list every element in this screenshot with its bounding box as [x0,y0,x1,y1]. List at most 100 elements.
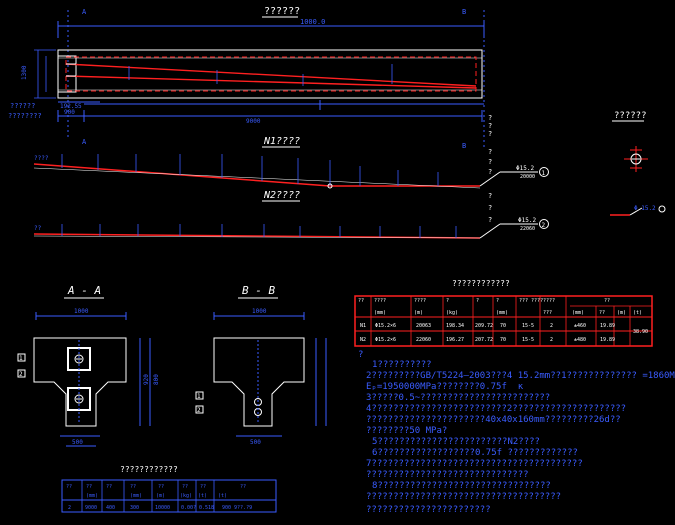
svg-text:1: 1 [19,355,23,362]
svg-text:2: 2 [550,323,553,329]
section-aa-title: A - A [67,284,101,297]
svg-text:500: 500 [250,439,261,446]
svg-text:20000: 20000 [520,174,535,180]
n2-tag-number: 2 [542,222,546,229]
note-line: ?????????????????????????????? [366,470,529,480]
svg-text:??: ?? [599,310,605,316]
svg-text:70: 70 [500,323,506,329]
svg-text:15-5: 15-5 [522,337,534,343]
svg-text:??: ?? [200,484,206,490]
svg-text:Φ15.2×6: Φ15.2×6 [375,323,396,329]
svg-text:800: 800 [153,374,160,385]
svg-text:N2: N2 [360,337,366,343]
section-mark-a-top: A [82,8,87,16]
svg-text:?: ? [488,168,492,176]
top-dimension-label: 1000.0 [300,18,325,26]
svg-text:??: ?? [130,484,136,490]
svg-text:(t): (t) [198,493,207,499]
svg-text:??: ?? [358,298,364,304]
svg-text:??: ?? [66,484,72,490]
detail-title: ?????? [614,111,647,121]
note-line: 4?????????????????????????2?????????????… [366,404,626,414]
svg-text:20063: 20063 [416,323,431,329]
svg-text:?: ? [488,114,492,122]
svg-text:?: ? [488,122,492,130]
svg-text:2: 2 [19,371,23,378]
svg-text:38.90: 38.90 [633,329,648,335]
note-line: ????????50 MPa? [366,426,447,436]
top-title: ?????? [264,6,300,17]
svg-text:????: ???? [543,298,555,304]
note-line: ? [358,350,363,360]
note-line: ??????????????????????? [366,505,491,515]
svg-text:(t): (t) [218,493,227,499]
svg-text:(mm): (mm) [86,493,98,499]
svg-text:??: ?? [158,484,164,490]
svg-text:Φ15.2: Φ15.2 [516,165,534,172]
beam-left-dim: 192.55 [60,103,82,110]
svg-text:209.72: 209.72 [475,323,493,329]
note-line: 5????????????????????????N2???? [372,437,540,447]
section-mark-b-top: B [462,8,466,16]
svg-text:????: ???? [374,298,386,304]
svg-text:196.27: 196.27 [446,337,464,343]
n1-left-label: ???? [34,155,49,162]
beam-left-label2: ???????? [8,112,42,120]
svg-text:(m): (m) [414,310,423,316]
n2-title: N2???? [263,190,300,201]
svg-text:?: ? [496,298,499,304]
table2-title: ???????????? [120,465,178,474]
notes: ? 1?????????? 2?????????GB/T5224—2003???… [358,350,675,515]
svg-text:??: ?? [86,484,92,490]
anchor-detail-symbol [624,146,648,172]
svg-text:500: 500 [72,439,83,446]
svg-text:?: ? [446,298,449,304]
svg-text:????: ???? [414,298,426,304]
svg-text:0.518: 0.518 [199,505,214,511]
note-line: 1?????????? [372,360,432,370]
top-dimension: 1000.0 [57,18,485,38]
svg-text:19.89: 19.89 [600,323,615,329]
note-line: 8???????????????????????????????? [372,481,551,491]
section-mark-a-bottom: A [82,138,87,146]
svg-text:1000: 1000 [252,308,267,315]
svg-text:?: ? [476,298,479,304]
svg-text:(mm): (mm) [374,310,386,316]
n1-profile: 1 Φ15.2 20000 [33,154,549,189]
svg-text:?: ? [488,130,492,138]
svg-text:198.34: 198.34 [446,323,464,329]
svg-text:1000: 1000 [74,308,89,315]
n1-tag-number: 1 [542,170,546,177]
svg-text:1: 1 [197,393,201,400]
section-aa: 1000 920 800 500 1 2 [17,308,160,447]
svg-text:9000: 9000 [85,505,97,511]
note-line: ??????????????????????40x40x160mm???????… [366,415,621,425]
n2-profile: 2 Φ15.2 22060 [33,217,549,239]
svg-text:Φ15.2: Φ15.2 [518,217,536,224]
table2: ?? ?? ?? ?? ?? ?? ?? ?? (mm) (mm) (m) (k… [61,479,277,513]
svg-text:??: ?? [240,484,246,490]
beam-left-label1: ?????? [10,102,35,110]
note-line: 6??????????????????0.75f ????????????? [372,448,578,458]
svg-text:N1: N1 [360,323,366,329]
svg-text:(t): (t) [633,310,642,316]
svg-text:900 9??.?9: 900 9??.?9 [222,505,252,511]
svg-text:??? ????: ??? ???? [519,298,543,304]
svg-text:22060: 22060 [520,226,535,232]
svg-text:(mm): (mm) [130,493,142,499]
svg-text:2: 2 [550,337,553,343]
svg-text:(kg): (kg) [180,493,192,499]
note-line: ???????????????????????????????????? [366,492,561,502]
svg-text:15-5: 15-5 [522,323,534,329]
beam-elevation: 1300 900 9000 [21,49,484,125]
svg-text:??: ?? [106,484,112,490]
svg-text:(m): (m) [156,493,165,499]
svg-text:(mm): (mm) [572,310,584,316]
svg-text:920: 920 [143,374,150,385]
n2-left-label: ?? [34,225,42,232]
table1: ?? ???? ???? ? ? ? ??? ???? ???? ?? (mm)… [354,295,653,347]
svg-text:2: 2 [197,407,201,414]
section-bb-title: B - B [242,284,275,297]
svg-text:207.72: 207.72 [475,337,493,343]
bottom-dim-0: 900 [64,109,75,116]
